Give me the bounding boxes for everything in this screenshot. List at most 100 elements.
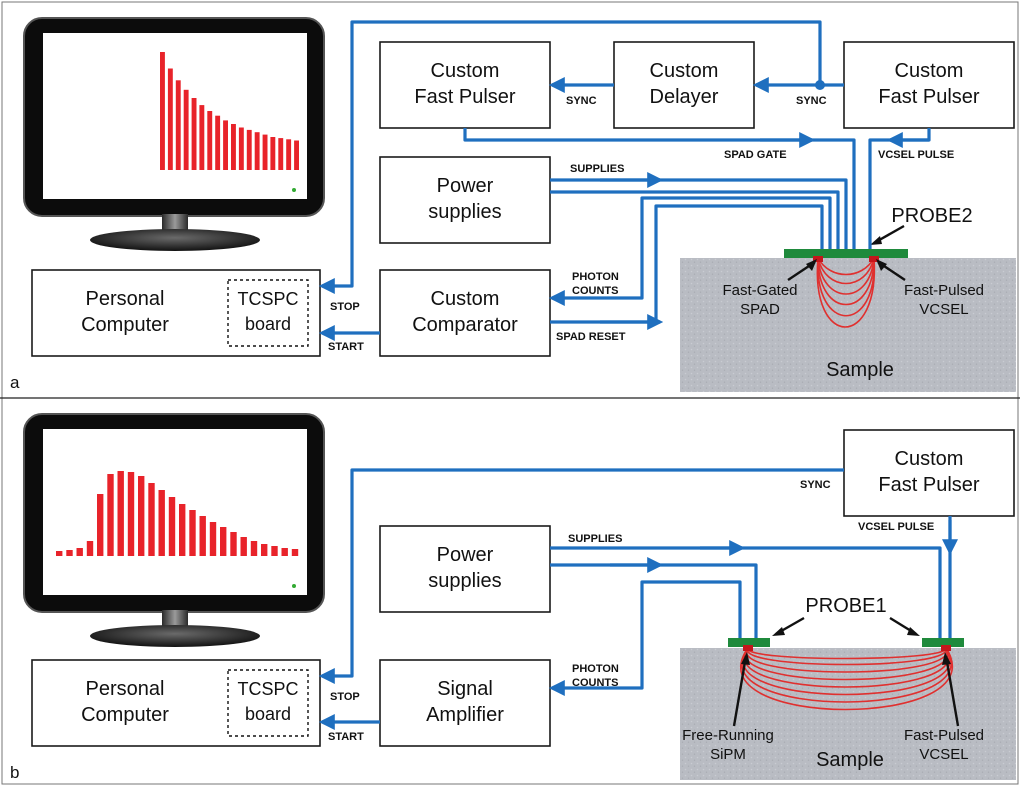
detector-b-line2: SiPM bbox=[710, 746, 746, 763]
sync-right-label: SYNC bbox=[796, 95, 827, 107]
histogram-bar bbox=[175, 80, 181, 170]
panel-a-label: a bbox=[10, 373, 20, 392]
histogram-bar bbox=[168, 497, 176, 556]
histogram-bar bbox=[281, 548, 288, 556]
comparator-line1: Custom bbox=[431, 288, 500, 310]
spad-reset-label: SPAD RESET bbox=[556, 331, 626, 343]
histogram-bar bbox=[66, 550, 73, 556]
histogram-bar bbox=[199, 516, 206, 556]
source-a-line2: VCSEL bbox=[919, 301, 968, 318]
histogram-bar bbox=[199, 105, 205, 170]
detector-b-line1: Free-Running bbox=[682, 727, 774, 744]
tcspc-board-a bbox=[227, 279, 309, 347]
panel-b: Custom Fast Pulser Power supplies Signal… bbox=[10, 413, 1016, 782]
detector-a-line2: SPAD bbox=[740, 301, 780, 318]
histogram-bar bbox=[86, 541, 94, 556]
histogram-bar bbox=[148, 483, 155, 556]
monitor-a bbox=[23, 17, 325, 251]
photon-counts-b-line2: COUNTS bbox=[572, 677, 618, 689]
photon-counts-a-line1: PHOTON bbox=[572, 271, 619, 283]
photon-paths-a bbox=[816, 257, 876, 328]
fast-pulser-right-line2: Fast Pulser bbox=[878, 86, 979, 108]
sync-left-label: SYNC bbox=[566, 95, 597, 107]
source-b-line1: Fast-Pulsed bbox=[904, 727, 984, 744]
vcsel-pulse-a-label: VCSEL PULSE bbox=[878, 149, 954, 161]
tcspc-a-line2: board bbox=[245, 314, 291, 334]
pulser-b-line2: Fast Pulser bbox=[878, 474, 979, 496]
custom-fast-pulser-right: Custom Fast Pulser bbox=[843, 41, 1015, 129]
histogram-bar bbox=[215, 115, 221, 170]
spad-chip bbox=[813, 256, 823, 262]
histogram-bar bbox=[240, 537, 247, 556]
histogram-bar bbox=[286, 139, 292, 170]
fast-pulser-left-line1: Custom bbox=[431, 60, 500, 82]
histogram-bar bbox=[223, 120, 228, 170]
delayer-line2: Delayer bbox=[650, 86, 719, 108]
sample-b-label: Sample bbox=[816, 749, 884, 771]
start-b-label: START bbox=[328, 731, 364, 743]
power-a-line2: supplies bbox=[428, 201, 501, 223]
pc-a-line1: Personal bbox=[86, 288, 165, 310]
supplies-b-label: SUPPLIES bbox=[568, 533, 622, 545]
sync-b-label: SYNC bbox=[800, 479, 831, 491]
vcsel-chip-a bbox=[869, 256, 879, 262]
histogram-bar bbox=[230, 532, 237, 556]
vcsel-pulse-b-label: VCSEL PULSE bbox=[858, 521, 934, 533]
tcspc-b-line2: board bbox=[245, 704, 291, 724]
histogram-bar bbox=[231, 124, 236, 170]
histogram-bar bbox=[220, 527, 227, 556]
power-b-line2: supplies bbox=[428, 570, 501, 592]
delayer-line1: Custom bbox=[650, 60, 719, 82]
stop-b-label: STOP bbox=[330, 691, 360, 703]
histogram-bar bbox=[238, 127, 244, 170]
histogram-bar bbox=[209, 522, 217, 556]
source-a-line1: Fast-Pulsed bbox=[904, 282, 984, 299]
panel-b-label: b bbox=[10, 763, 19, 782]
histogram-bar bbox=[97, 494, 104, 556]
histogram-bar bbox=[183, 89, 189, 170]
panel-a: Custom Fast Pulser Custom Delayer Custom… bbox=[10, 17, 1016, 392]
custom-fast-pulser-left: Custom Fast Pulser bbox=[379, 41, 551, 129]
supplies-a-label: SUPPLIES bbox=[570, 163, 624, 175]
histogram-bar bbox=[254, 132, 260, 170]
histogram-bar bbox=[179, 504, 186, 556]
power-b-line1: Power bbox=[437, 544, 494, 566]
signal-amplifier: Signal Amplifier bbox=[379, 659, 551, 747]
pc-b-line1: Personal bbox=[86, 678, 165, 700]
spad-gate-label: SPAD GATE bbox=[724, 149, 787, 161]
histogram-bar bbox=[117, 471, 124, 556]
histogram-bar bbox=[246, 129, 252, 170]
custom-comparator: Custom Comparator bbox=[379, 269, 551, 357]
sample-a-label: Sample bbox=[826, 359, 894, 381]
wires-b bbox=[318, 468, 958, 730]
comparator-line2: Comparator bbox=[412, 314, 518, 336]
fast-pulser-left-line2: Fast Pulser bbox=[414, 86, 515, 108]
start-a-label: START bbox=[328, 341, 364, 353]
probe1-right-bar bbox=[922, 638, 964, 647]
wires-a bbox=[318, 20, 931, 341]
power-supplies-a: Power supplies bbox=[379, 156, 551, 244]
probe2-bar bbox=[784, 249, 908, 258]
vcsel-chip-b bbox=[941, 645, 951, 651]
pc-b-line2: Computer bbox=[81, 704, 169, 726]
monitor-b bbox=[23, 413, 325, 647]
histogram-bar bbox=[271, 546, 278, 556]
probe2-label: PROBE2 bbox=[891, 205, 972, 227]
sample-a bbox=[680, 258, 1016, 392]
histogram-bar bbox=[270, 137, 276, 170]
histogram-bar bbox=[261, 544, 268, 556]
power-a-line1: Power bbox=[437, 175, 494, 197]
tcspc-a-line1: TCSPC bbox=[237, 289, 298, 309]
histogram-bar bbox=[76, 548, 83, 556]
pulser-b-line1: Custom bbox=[895, 448, 964, 470]
histogram-bar bbox=[189, 510, 196, 556]
histogram-bar bbox=[167, 68, 173, 170]
histogram-bar bbox=[160, 52, 165, 170]
fast-pulser-right-line1: Custom bbox=[895, 60, 964, 82]
detector-a-line1: Fast-Gated bbox=[722, 282, 797, 299]
power-supplies-b: Power supplies bbox=[379, 525, 551, 613]
histogram-bar bbox=[291, 549, 299, 556]
histogram-bar bbox=[138, 476, 145, 556]
